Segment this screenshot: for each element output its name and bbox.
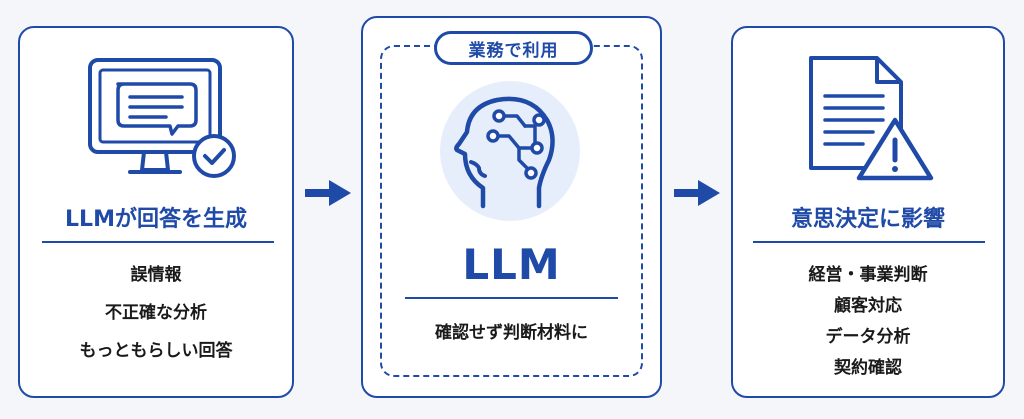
left-divider bbox=[42, 241, 274, 243]
right-divider bbox=[753, 241, 985, 243]
list-item: データ分析 bbox=[825, 327, 911, 347]
middle-divider bbox=[405, 297, 618, 299]
list-item: 契約確認 bbox=[834, 358, 902, 378]
arrow-right-icon bbox=[674, 180, 720, 206]
list-item: 不正確な分析 bbox=[105, 303, 207, 323]
list-item: 誤情報 bbox=[130, 265, 182, 285]
decision-impact-card: 意思決定に影響 経営・事業判断 顧客対応 データ分析 契約確認 bbox=[731, 26, 1005, 398]
llm-heading: LLM bbox=[462, 240, 561, 289]
arrow-right-icon bbox=[305, 180, 351, 206]
left-heading: LLMが回答を生成 bbox=[65, 207, 247, 232]
document-warning-icon bbox=[809, 56, 934, 181]
llm-usage-card: 業務で利用 LLM 確認せず判断材料に bbox=[361, 16, 662, 398]
right-heading: 意思決定に影響 bbox=[790, 207, 945, 232]
ai-head-icon bbox=[440, 81, 580, 221]
list-item: 顧客対応 bbox=[834, 296, 902, 316]
usage-caption: 確認せず判断材料に bbox=[435, 323, 588, 343]
list-item: もっともらしい回答 bbox=[79, 341, 233, 361]
usage-badge: 業務で利用 bbox=[434, 31, 593, 65]
list-item: 経営・事業判断 bbox=[808, 265, 928, 285]
monitor-check-icon bbox=[88, 58, 236, 178]
llm-output-card: LLMが回答を生成 誤情報 不正確な分析 もっともらしい回答 bbox=[18, 26, 294, 398]
